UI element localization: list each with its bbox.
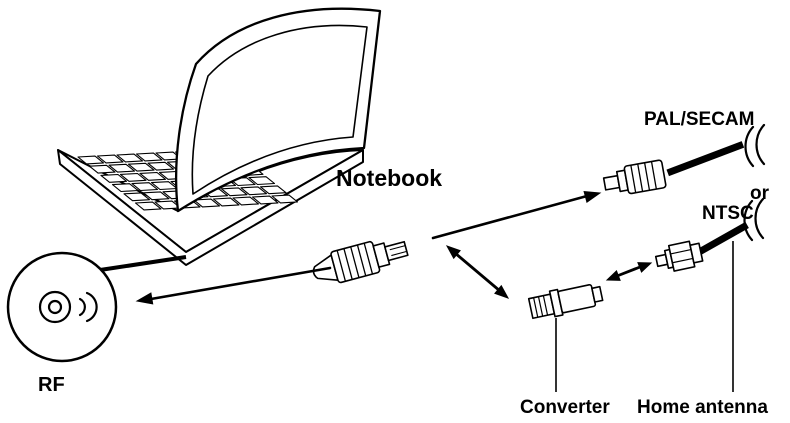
callout-line bbox=[99, 255, 187, 272]
pal-secam-cable bbox=[666, 141, 745, 177]
arrow-converter-ntsc bbox=[615, 265, 642, 278]
arrowhead-pal-secam bbox=[583, 191, 602, 204]
rf-signal-waves-icon bbox=[78, 291, 98, 323]
pal-secam-label: PAL/SECAM bbox=[644, 109, 755, 130]
arrowhead-left bbox=[605, 270, 621, 281]
arrowhead-rf bbox=[135, 292, 154, 305]
rf-label: RF bbox=[38, 374, 65, 396]
arrowhead-right bbox=[637, 262, 653, 273]
converter-icon bbox=[527, 283, 604, 320]
ntsc-connector-icon bbox=[654, 221, 749, 272]
cable-break-pal-icon bbox=[744, 123, 766, 168]
converter-label: Converter bbox=[520, 397, 610, 418]
laptop-screen-inner bbox=[191, 24, 368, 195]
or-label: or bbox=[750, 183, 769, 204]
ntsc-rear bbox=[689, 242, 704, 264]
connector-nose-slot bbox=[389, 245, 407, 257]
rf-jack-inner bbox=[47, 299, 63, 315]
arrow-connector-converter bbox=[453, 251, 502, 293]
laptop-base-edge bbox=[57, 149, 364, 266]
ntsc-cable bbox=[696, 221, 749, 256]
arrowhead-down-right bbox=[494, 284, 510, 299]
rf-jack-outer bbox=[38, 290, 72, 324]
rf-cable-connector-icon bbox=[312, 240, 409, 284]
converter-body bbox=[557, 283, 597, 314]
converter-ribs bbox=[533, 295, 549, 318]
ntsc-nut-facets bbox=[670, 249, 694, 264]
pal-secam-ribs bbox=[630, 161, 658, 193]
laptop-illustration bbox=[57, 7, 382, 266]
arrows bbox=[135, 191, 653, 305]
connector-nose bbox=[384, 240, 409, 262]
rf-port bbox=[6, 251, 187, 363]
home-antenna-label: Home antenna bbox=[637, 397, 768, 418]
arrowhead-up-left bbox=[445, 245, 461, 260]
pal-secam-connector-icon bbox=[602, 141, 745, 195]
connector-ribs bbox=[336, 242, 374, 282]
cable-break-ntsc-icon bbox=[743, 197, 765, 242]
arrow-to-pal-secam bbox=[431, 194, 589, 240]
converter-tip bbox=[591, 285, 604, 303]
arrow-to-rf bbox=[149, 266, 332, 301]
notebook-label: Notebook bbox=[336, 165, 443, 191]
ntsc-label: NTSC bbox=[702, 203, 754, 224]
